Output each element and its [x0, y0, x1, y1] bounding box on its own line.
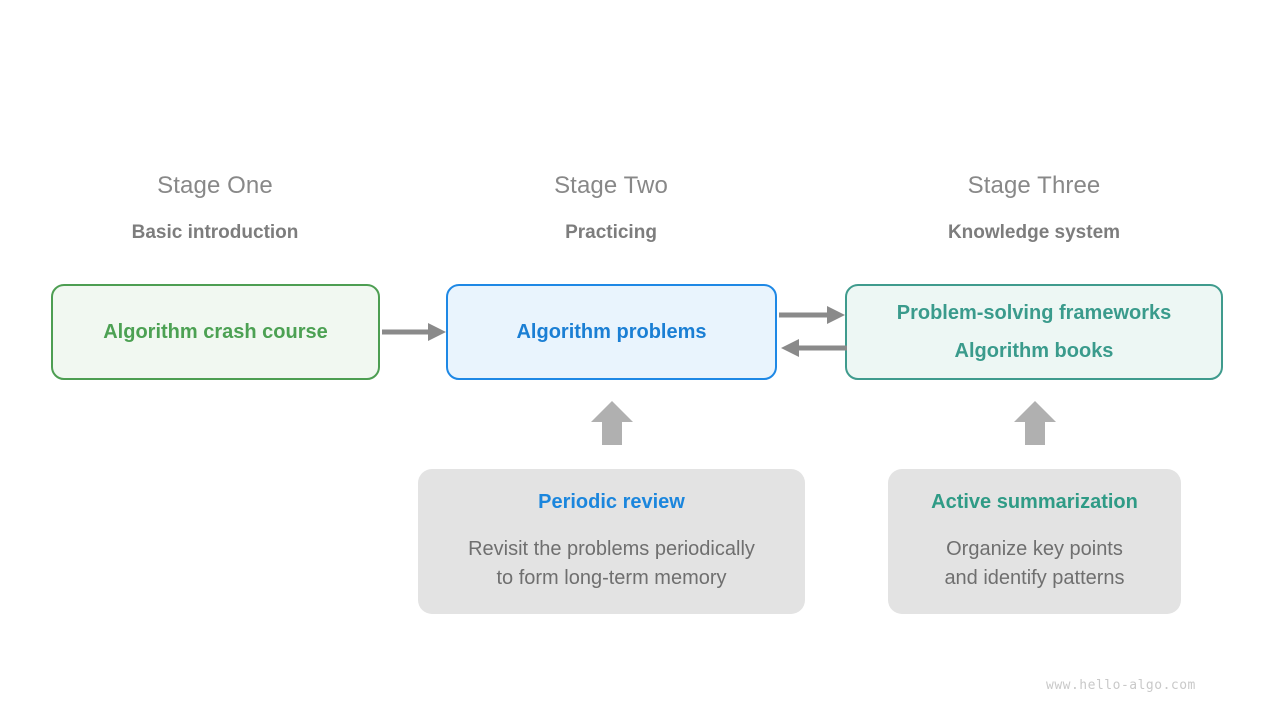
stage-two-title: Stage Two: [554, 172, 668, 199]
stage-two-subtitle: Practicing: [565, 222, 657, 243]
arrow-stage-three-to-two: [781, 339, 847, 357]
stage-header-two: Stage Two Practicing: [441, 172, 781, 245]
stage-header-three: Stage Three Knowledge system: [864, 172, 1204, 245]
stage-one-title: Stage One: [157, 172, 273, 199]
note-active-summarization-title: Active summarization: [931, 491, 1138, 513]
arrow-periodic-review-up: [591, 401, 633, 445]
node-knowledge-system-line-1: Problem-solving frameworks: [896, 302, 1172, 324]
note-active-summarization[interactable]: Active summarization Organize key points…: [888, 469, 1181, 614]
arrow-stage-one-to-two: [382, 323, 446, 341]
node-algorithm-crash-course-line-1: Algorithm crash course: [103, 321, 328, 343]
arrow-active-summarization-up: [1014, 401, 1056, 445]
node-knowledge-system[interactable]: Problem-solving frameworks Algorithm boo…: [845, 284, 1223, 380]
note-periodic-review-body-line-1: Revisit the problems periodically: [468, 538, 755, 560]
note-periodic-review-title: Periodic review: [538, 491, 685, 513]
stage-three-title: Stage Three: [967, 172, 1101, 199]
stage-three-subtitle: Knowledge system: [947, 222, 1121, 243]
note-periodic-review-body-line-2: to form long-term memory: [496, 567, 727, 589]
note-active-summarization-body-line-1: Organize key points: [946, 538, 1123, 560]
note-periodic-review[interactable]: Periodic review Revisit the problems per…: [418, 469, 805, 614]
node-knowledge-system-line-2: Algorithm books: [954, 340, 1114, 362]
node-algorithm-problems-line-1: Algorithm problems: [516, 321, 707, 343]
arrow-stage-two-to-three: [779, 306, 845, 324]
stage-header-one: Stage One Basic introduction: [45, 172, 385, 245]
stage-one-subtitle: Basic introduction: [131, 222, 299, 243]
watermark-url: www.hello-algo.com: [1046, 678, 1196, 693]
node-algorithm-crash-course[interactable]: Algorithm crash course: [51, 284, 380, 380]
note-active-summarization-body-line-2: and identify patterns: [944, 567, 1125, 589]
node-algorithm-problems[interactable]: Algorithm problems: [446, 284, 777, 380]
